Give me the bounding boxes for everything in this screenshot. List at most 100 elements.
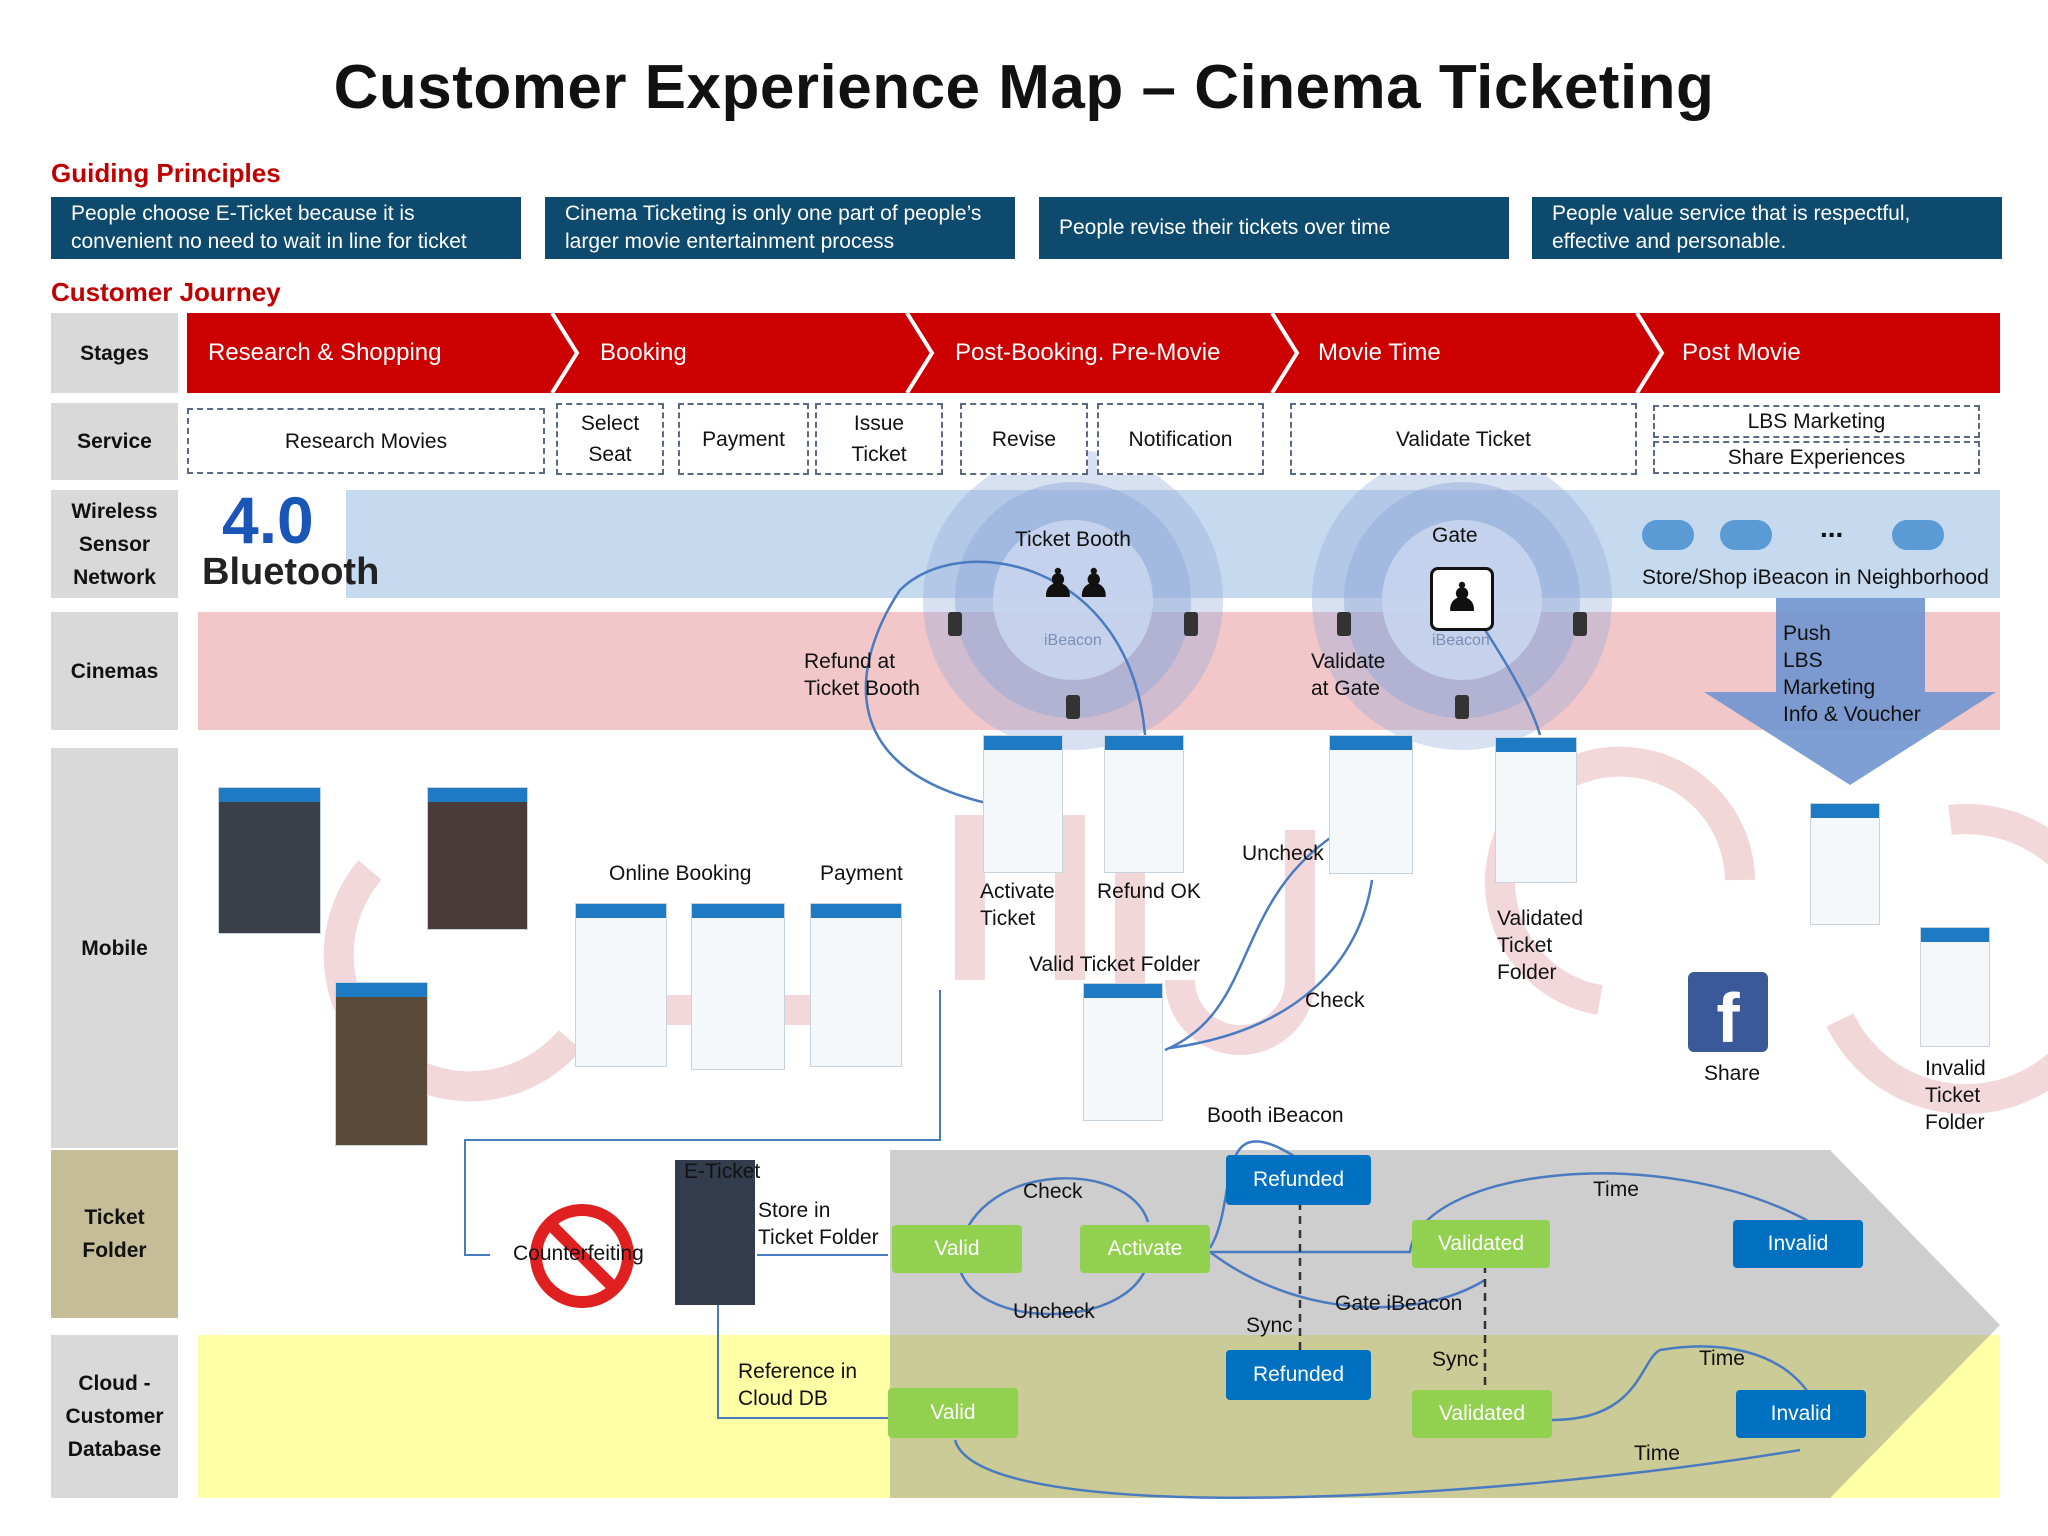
refund-ok-label: Refund OK — [1097, 880, 1201, 903]
store-beacon-icon — [1642, 520, 1694, 550]
gate-icon: ♟ — [1430, 567, 1494, 631]
label-line: Cloud - — [78, 1372, 151, 1395]
push-arrow — [1704, 598, 1996, 785]
reference-line — [717, 1305, 888, 1419]
cloud-node-refunded: Refunded — [1226, 1350, 1371, 1400]
label-line: Database — [67, 1438, 162, 1461]
row-label-mobile: Mobile — [51, 748, 178, 1148]
lbs-offer-screen — [1810, 803, 1880, 925]
service-line: Issue — [853, 412, 905, 435]
folder-check-label: Check — [1023, 1180, 1083, 1203]
text-line: Ticket — [1497, 934, 1553, 957]
ticket-booth-icon: ♟♟ — [1040, 562, 1112, 606]
movie-detail-screen — [218, 787, 321, 934]
store-beacon-icon — [1892, 520, 1944, 550]
text-line: Info & Voucher — [1783, 703, 1921, 726]
label-line: Wireless — [71, 499, 158, 523]
service-line: Seat — [588, 443, 632, 466]
more-beacons-ellipsis: ... — [1820, 512, 1844, 543]
text-line: Validated — [1497, 907, 1584, 930]
customer-journey-heading: Customer Journey — [51, 277, 281, 307]
text-line: Ticket — [980, 907, 1036, 930]
time-line-bottom — [953, 1439, 1801, 1499]
stage-chevrons — [550, 313, 1665, 393]
text-line: at Gate — [1311, 677, 1380, 700]
booth-ibeacon-label: Booth iBeacon — [1207, 1104, 1344, 1127]
node-validated: Validated — [1412, 1220, 1550, 1268]
counterfeiting-label: Counterfeiting — [513, 1242, 644, 1265]
uncheck-label: Uncheck — [1242, 842, 1324, 865]
node-invalid: Invalid — [1733, 1220, 1863, 1268]
seat-selection-screen — [691, 903, 785, 1070]
service-research-movies: Research Movies — [187, 408, 545, 474]
beacon-phones — [948, 612, 1587, 719]
guiding-principles-heading: Guiding Principles — [51, 158, 281, 188]
cloud-time-label: Time — [1699, 1347, 1745, 1370]
gate-ibeacon-label: Gate iBeacon — [1335, 1292, 1463, 1315]
text-line: Ticket Booth — [804, 677, 920, 700]
service-notification: Notification — [1097, 403, 1264, 475]
node-activate: Activate — [1080, 1225, 1210, 1273]
principle-text: People revise their tickets over time — [1059, 216, 1391, 239]
ibeacon-label-booth: iBeacon — [1044, 632, 1102, 649]
node-refunded: Refunded — [1226, 1155, 1371, 1205]
principle-text: People value service that is respectful, — [1552, 202, 1911, 225]
principle-text: convenient no need to wait in line for t… — [71, 230, 467, 253]
text-line: Store in — [758, 1199, 831, 1222]
check-label: Check — [1305, 989, 1365, 1012]
bluetooth-word: Bluetooth — [202, 551, 380, 593]
sync-label-validated: Sync — [1432, 1348, 1479, 1371]
cloud-node-validated: Validated — [1412, 1390, 1552, 1438]
service-line: Ticket — [851, 443, 907, 466]
page-title: Customer Experience Map – Cinema Ticketi… — [333, 53, 1715, 122]
text-line: Push — [1783, 622, 1831, 645]
service-validate-ticket: Validate Ticket — [1290, 403, 1637, 475]
movie-list-screen — [335, 982, 428, 1146]
text-line: Folder — [1925, 1111, 1985, 1134]
text-line: Ticket Folder — [758, 1226, 879, 1249]
share-label: Share — [1704, 1062, 1761, 1085]
stage-research-shopping: Research & Shopping — [208, 339, 442, 366]
text-line: Validate — [1311, 650, 1386, 673]
node-valid: Valid — [892, 1225, 1022, 1273]
ticket-booth-label: Ticket Booth — [1015, 528, 1131, 551]
principle-text: effective and personable. — [1552, 230, 1787, 253]
text-line: LBS — [1783, 649, 1823, 672]
row-label-cinemas: Cinemas — [51, 612, 178, 730]
cloud-node-invalid: Invalid — [1736, 1390, 1866, 1438]
service-revise: Revise — [960, 403, 1088, 475]
store-beacon-icon — [1720, 520, 1772, 550]
principle-box-2: Cinema Ticketing is only one part of peo… — [545, 197, 1015, 259]
validated-folder-screen — [1495, 737, 1577, 883]
online-booking-label: Online Booking — [609, 862, 752, 885]
label-line: Folder — [82, 1239, 147, 1262]
payment-label: Payment — [820, 862, 903, 885]
cloud-time-bottom-label: Time — [1634, 1442, 1680, 1465]
row-label-stages: Stages — [51, 313, 178, 393]
check-arc — [958, 1177, 1150, 1249]
e-ticket-image — [675, 1160, 755, 1305]
valid-ticket-folder-label: Valid Ticket Folder — [1029, 953, 1201, 976]
flow-lines — [464, 560, 1812, 1499]
uncheck-arc — [958, 1261, 1150, 1316]
ticket-booth-beacon-rings — [923, 450, 1223, 750]
principle-text: larger movie entertainment process — [565, 230, 895, 253]
service-share-experiences: Share Experiences — [1653, 441, 1980, 474]
text-line: Folder — [1497, 961, 1557, 984]
bluetooth-logo: 4.0 Bluetooth — [202, 487, 380, 598]
principle-text: Cinema Ticketing is only one part of peo… — [565, 202, 982, 225]
principle-box-3: People revise their tickets over time — [1039, 197, 1509, 259]
text-line: Ticket — [1925, 1084, 1981, 1107]
invalid-folder-screen — [1920, 927, 1990, 1047]
